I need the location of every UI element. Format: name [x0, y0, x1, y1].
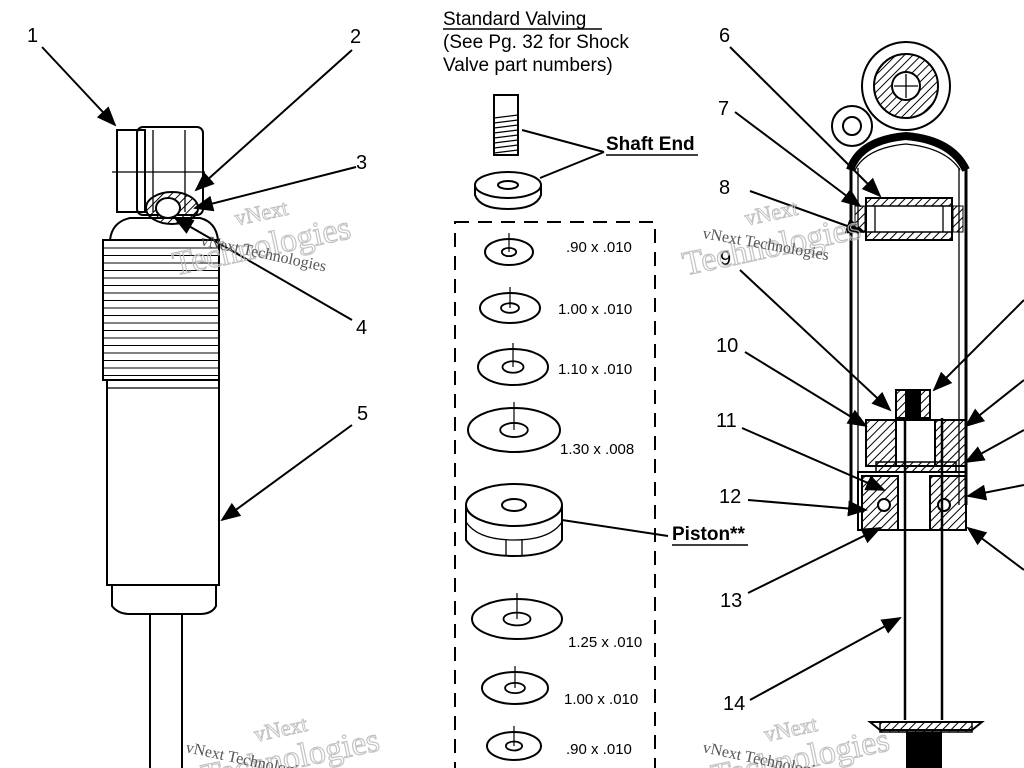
washer-spec-4: 1.30 x .008: [560, 441, 634, 458]
washer-spec-2: 1.00 x .010: [558, 301, 632, 318]
part-number-labels: 1 2 3 4 5 6 7 8 9 10 11 12 13 14: [27, 25, 745, 715]
heading-line-3: Valve part numbers): [443, 55, 613, 76]
part-label-13: 13: [720, 590, 742, 612]
part-label-7: 7: [718, 98, 729, 120]
washer-spec-7: .90 x .010: [566, 741, 632, 758]
part-label-2: 2: [350, 26, 361, 48]
heading-line-1: Standard Valving: [443, 9, 586, 30]
part-label-3: 3: [356, 152, 367, 174]
washer-shape: [486, 726, 542, 761]
washer-shape: [484, 233, 534, 266]
washer-spec-labels: .90 x .010 1.00 x .010 1.10 x .010 1.30 …: [558, 239, 642, 758]
part-label-11: 11: [716, 410, 737, 432]
part-label-1: 1: [27, 25, 38, 47]
part-label-12: 12: [719, 486, 741, 508]
part-label-6: 6: [719, 25, 730, 47]
washer-shape: [467, 402, 561, 453]
washer-shape: [477, 343, 549, 386]
part-label-5: 5: [357, 403, 368, 425]
valve-stack-drawing: [454, 94, 656, 768]
washer-spec-6: 1.00 x .010: [564, 691, 638, 708]
left-leader-lines: [41, 46, 357, 522]
watermarks: vNext Technologies vNext Technologies vN…: [169, 194, 893, 768]
part-label-8: 8: [719, 177, 730, 199]
right-leader-lines: [729, 46, 1024, 701]
part-label-10: 10: [716, 335, 738, 357]
shock-body-drawing: [102, 126, 220, 768]
part-label-14: 14: [723, 693, 745, 715]
part-label-9: 9: [720, 248, 731, 270]
part-label-4: 4: [356, 317, 367, 339]
diagram-heading: Standard Valving (See Pg. 32 for Shock V…: [443, 9, 629, 76]
washer-spec-5: 1.25 x .010: [568, 634, 642, 651]
shaft-end-callout: Shaft End: [606, 134, 695, 155]
washer-shape: [471, 593, 563, 640]
piston-callout: Piston**: [672, 524, 745, 545]
washer-shape: [479, 287, 541, 324]
washer-spec-3: 1.10 x .010: [558, 361, 632, 378]
piston-shape: [465, 483, 563, 558]
washer-spec-1: .90 x .010: [566, 239, 632, 256]
shock-cross-section-drawing: [831, 41, 985, 768]
washer-shape: [481, 666, 549, 705]
middle-leader-lines: [521, 129, 669, 537]
heading-line-2: (See Pg. 32 for Shock: [443, 32, 629, 53]
